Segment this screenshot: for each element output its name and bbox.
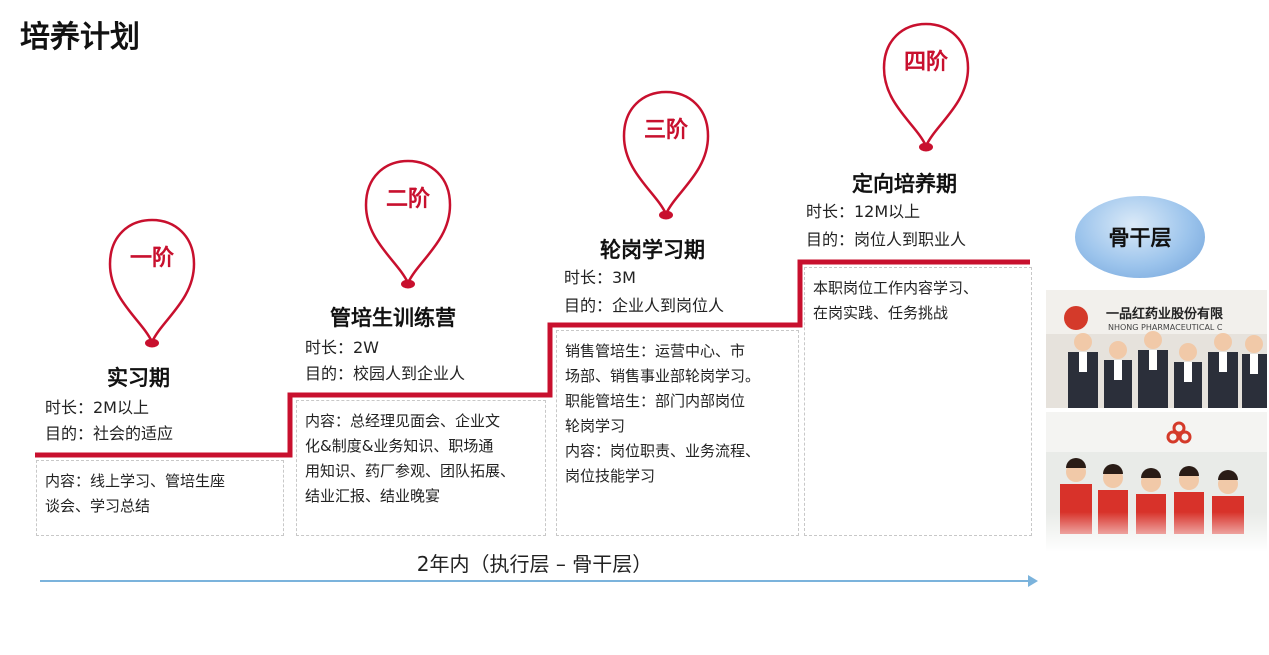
timeline-label: 2年内（执行层 – 骨干层） [416,552,653,576]
content-line: 谈会、学习总结 [45,497,151,515]
map-pin-icon [622,90,710,220]
team-photo-bottom [1046,412,1267,552]
content-line: 场部、销售事业部轮岗学习。 [565,367,761,385]
content-line: 岗位技能学习 [565,467,656,485]
content-line: 内容：线上学习、管培生座 [45,472,226,490]
photo-sign-text: 一品红药业股份有限 [1106,306,1224,322]
map-pin-icon [364,159,452,289]
phase-3-content: 销售管培生：运营中心、市 场部、销售事业部轮岗学习。 职能管培生：部门内部岗位 … [556,330,799,536]
map-pin-icon [108,218,196,348]
phase-3-badge: 三阶 [643,118,688,143]
phase-1-title: 实习期 [107,366,170,390]
content-line: 职能管培生：部门内部岗位 [565,392,746,410]
phase-1-pin: 一阶 [102,212,202,352]
phase-4-content: 本职岗位工作内容学习、 在岗实践、任务挑战 [804,267,1032,536]
content-line: 在岗实践、任务挑战 [813,304,949,322]
photo-sign-sub: NHONG PHARMACEUTICAL C [1108,323,1223,332]
content-line: 本职岗位工作内容学习、 [813,279,979,297]
content-line: 内容：总经理见面会、企业文 [305,412,501,430]
phase-4-title: 定向培养期 [852,172,957,196]
content-line: 内容：岗位职责、业务流程、 [565,442,761,460]
phase-4-pin: 四阶 [876,16,976,156]
map-pin-icon [882,22,970,152]
content-line: 销售管培生：运营中心、市 [565,342,746,360]
phase-1-content: 内容：线上学习、管培生座 谈会、学习总结 [36,460,284,536]
phase-2-content: 内容：总经理见面会、企业文 化&制度&业务知识、职场通 用知识、药厂参观、团队拓… [296,400,546,536]
timeline-arrow [40,580,1030,582]
phase-2-badge: 二阶 [385,187,430,212]
content-line: 结业汇报、结业晚宴 [305,487,441,505]
phase-4-duration: 时长：12M以上 [806,202,921,221]
phase-3-duration: 时长：3M [564,268,636,287]
content-line: 用知识、药厂参观、团队拓展、 [305,462,516,480]
phase-4-goal: 目的：岗位人到职业人 [806,230,967,249]
content-line: 化&制度&业务知识、职场通 [305,437,494,455]
phase-3-pin: 三阶 [616,84,716,224]
phase-4-badge: 四阶 [903,50,948,75]
target-level-bubble: 骨干层 [1075,196,1205,278]
phase-3-goal: 目的：企业人到岗位人 [564,296,725,315]
phase-2-pin: 二阶 [358,153,458,293]
arrow-right-icon [1028,575,1038,587]
team-photo-top: 一品红药业股份有限 NHONG PHARMACEUTICAL C [1046,290,1267,408]
page-title: 培养计划 [20,20,140,55]
phase-1-duration: 时长：2M以上 [45,398,149,417]
phase-2-title: 管培生训练营 [330,306,456,330]
content-line: 轮岗学习 [565,417,626,435]
phase-1-goal: 目的：社会的适应 [45,424,174,443]
phase-2-goal: 目的：校园人到企业人 [305,364,466,383]
phase-2-duration: 时长：2W [305,338,380,357]
phase-1-badge: 一阶 [129,246,174,271]
target-level-label: 骨干层 [1108,226,1172,250]
phase-3-title: 轮岗学习期 [600,238,705,262]
